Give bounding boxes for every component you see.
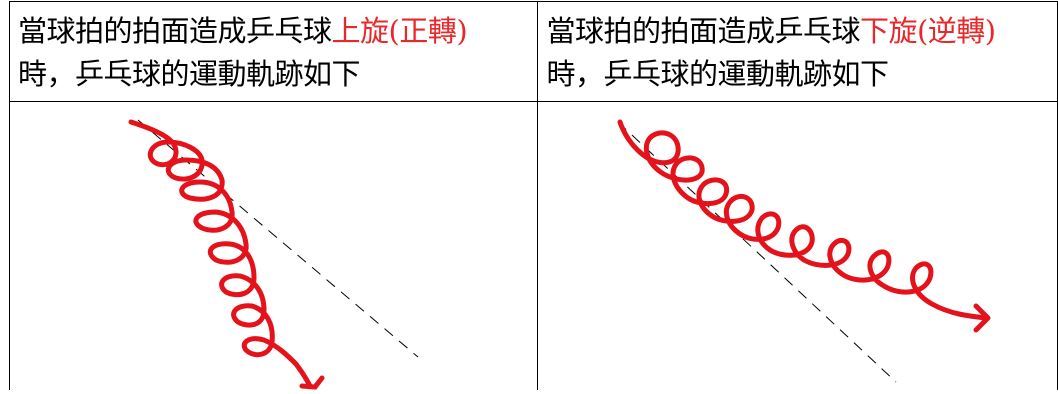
- backspin-arrowhead: [973, 303, 991, 333]
- topspin-highlight: 上旋(正轉): [331, 14, 468, 48]
- figure-row: [8, 101, 1058, 390]
- topspin-trajectory-path: [128, 119, 313, 389]
- explanation-table: 當球拍的拍面造成乒乓球上旋(正轉) 時，乒乓球的運動軌跡如下 當球拍的拍面造成乒…: [8, 1, 1058, 390]
- backspin-trajectory-diagram: [617, 119, 991, 383]
- topspin-arrowhead: [299, 375, 325, 390]
- header-row: 當球拍的拍面造成乒乓球上旋(正轉) 時，乒乓球的運動軌跡如下 當球拍的拍面造成乒…: [8, 1, 1058, 102]
- backspin-trajectory-path: [617, 119, 989, 321]
- topspin-figure-cell: [8, 101, 539, 390]
- topspin-caption-cell: 當球拍的拍面造成乒乓球上旋(正轉) 時，乒乓球的運動軌跡如下: [8, 1, 539, 102]
- topspin-caption-line1: 當球拍的拍面造成乒乓球上旋(正轉): [18, 14, 468, 48]
- topspin-caption-line2: 時，乒乓球的運動軌跡如下: [18, 57, 361, 91]
- backspin-figure-cell: [537, 101, 1058, 390]
- backspin-highlight: 下旋(逆轉): [859, 14, 996, 48]
- backspin-caption-line1: 當球拍的拍面造成乒乓球下旋(逆轉): [546, 14, 996, 48]
- reference-line: [137, 119, 419, 358]
- reference-line: [618, 121, 897, 383]
- backspin-caption-cell: 當球拍的拍面造成乒乓球下旋(逆轉) 時，乒乓球的運動軌跡如下: [537, 1, 1058, 102]
- topspin-trajectory-diagram: [128, 119, 419, 390]
- backspin-caption-line2: 時，乒乓球的運動軌跡如下: [546, 57, 889, 91]
